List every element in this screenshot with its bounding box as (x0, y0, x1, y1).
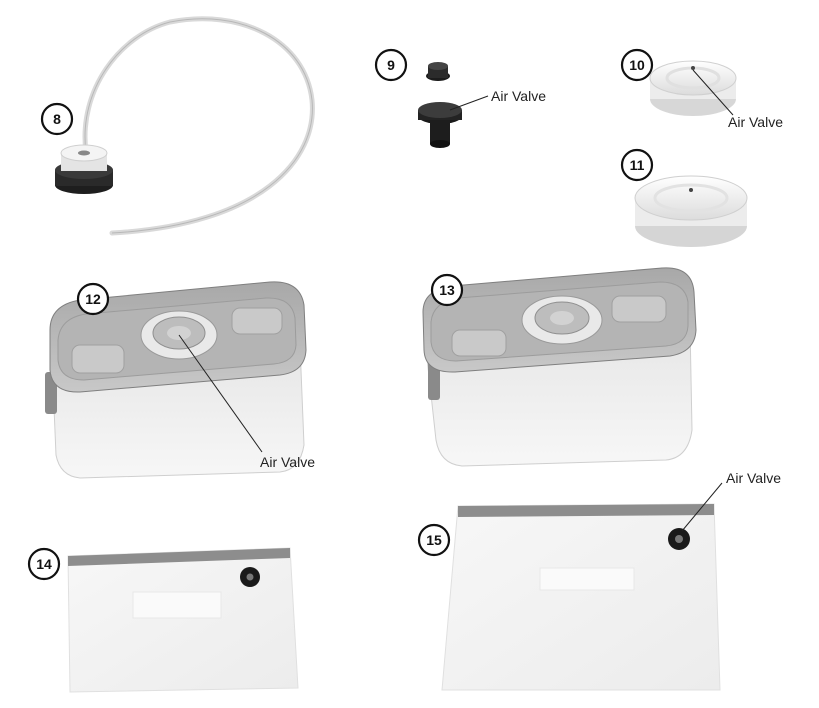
part-badge-11: 11 (620, 148, 654, 182)
bag-small-image (67, 547, 299, 693)
part-number-8: 8 (53, 111, 61, 127)
callout-line-10 (692, 69, 734, 116)
air-valve-plugs-image (418, 62, 462, 148)
part-number-14: 14 (36, 556, 52, 572)
large-lid-cap-image (634, 175, 748, 247)
container-small-image (45, 281, 307, 479)
callout-air-valve-10: Air Valve (728, 114, 783, 130)
part-badge-13: 13 (430, 273, 464, 307)
part-number-13: 13 (439, 282, 455, 298)
callout-line-15 (681, 482, 723, 532)
callout-line-9 (449, 95, 489, 111)
part-badge-12: 12 (76, 282, 110, 316)
callout-air-valve-12: Air Valve (260, 454, 315, 470)
callout-air-valve-9: Air Valve (491, 88, 546, 104)
part-number-12: 12 (85, 291, 101, 307)
part-badge-9: 9 (374, 48, 408, 82)
part-badge-8: 8 (40, 102, 74, 136)
part-number-11: 11 (630, 157, 645, 173)
part-badge-14: 14 (27, 547, 61, 581)
part-badge-15: 15 (417, 523, 451, 557)
callout-line-12 (178, 334, 263, 453)
callout-air-valve-15: Air Valve (726, 470, 781, 486)
part-badge-10: 10 (620, 48, 654, 82)
part-number-10: 10 (629, 57, 645, 73)
small-lid-cap-image (649, 60, 737, 116)
hose-adapter-image (55, 16, 315, 236)
bag-large-image (441, 503, 721, 691)
part-number-9: 9 (387, 57, 395, 73)
part-number-15: 15 (426, 532, 442, 548)
container-large-image (422, 267, 697, 467)
